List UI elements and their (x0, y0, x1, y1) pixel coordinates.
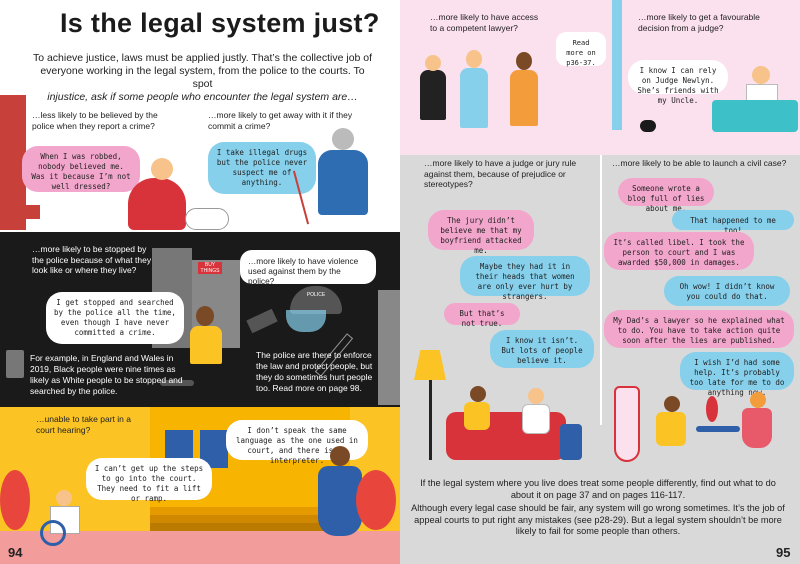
intro-line-3: injustice, ask if some people who encoun… (47, 91, 358, 103)
read-more-note: Read more on p36-37. (556, 32, 606, 67)
bin-illustration (6, 350, 24, 378)
skateboard-illustration (160, 380, 194, 386)
panel-divider (600, 155, 602, 425)
woman-head (330, 446, 350, 466)
cafe-table-illustration (696, 426, 740, 432)
speech-bubble-judge: I know I can rely on Judge Newlyn. She’s… (628, 60, 728, 105)
young-man-illustration (190, 326, 222, 364)
court-step-2 (150, 515, 350, 523)
police-helmet-label: POLICE (306, 292, 326, 298)
paragraph-2: Although every legal case should be fair… (411, 503, 785, 536)
question-violence: …more likely to have violence used again… (248, 256, 359, 286)
convo-left-bubble-4: I know it isn’t. But lots of people beli… (490, 330, 594, 368)
grandma-illustration (318, 150, 368, 215)
speech-bubble-robbed: When I was robbed, nobody believed me. W… (22, 146, 140, 192)
black-cat-illustration (640, 120, 656, 132)
cafe-woman-head (750, 392, 766, 408)
visor-icon (286, 310, 326, 332)
speech-bubble-drugs: I take illegal drugs but the police neve… (208, 142, 316, 194)
question-prejudice: …more likely to have a judge or jury rul… (424, 158, 577, 189)
question-civil: …more likely to be able to launch a civi… (612, 158, 787, 168)
police-caption: The police are there to enforce the law … (256, 350, 373, 393)
tree-illustration-left (0, 470, 30, 530)
bench-illustration (712, 100, 798, 132)
question-believed: …less likely to be believed by the polic… (32, 110, 158, 131)
wheelchair-icon (40, 520, 66, 546)
intro-line-1: To achieve justice, laws must be applied… (32, 52, 373, 64)
side-table-illustration (560, 424, 582, 460)
convo-right-bubble-1: Someone wrote a blog full of lies about … (618, 178, 714, 213)
building-3 (378, 290, 400, 405)
question-violence-box: …more likely to have violence used again… (240, 250, 376, 286)
lawyer-blue-suit-illustration (460, 68, 488, 128)
intro-line-2: everyone working in the legal system, fr… (40, 65, 365, 90)
speech-bubble-steps: I can’t get up the steps to go into the … (86, 458, 212, 503)
convo-right-bubble-6: I wish I’d had some help. It’s probably … (680, 352, 794, 397)
question-judge: …more likely to get a favourable decisio… (638, 12, 760, 33)
cafe-woman-illustration (742, 408, 772, 448)
page-title: Is the legal system just? (60, 8, 380, 38)
cafe-man-illustration (656, 412, 686, 446)
page-number-left: 94 (8, 545, 23, 560)
question-get-away: …more likely to get away with it if they… (208, 110, 353, 131)
tree-illustration-right (356, 470, 396, 530)
convo-right-bubble-2: That happened to me too! (672, 210, 794, 235)
woman-patterned-dress-illustration (318, 466, 362, 536)
young-man-leg-right (208, 364, 214, 396)
wheelchair-user-head (56, 490, 72, 506)
intro-text: To achieve justice, laws must be applied… (30, 52, 375, 104)
question-court: …unable to take part in a court hearing? (36, 414, 131, 435)
young-man-head (196, 306, 214, 326)
person-robbed-illustration (128, 178, 186, 230)
flower-vase-illustration (706, 396, 718, 422)
convo-left-bubble-3: But that’s not true. (444, 303, 520, 328)
grandma-head (332, 128, 354, 150)
question-lawyer: …more likely to have access to a compete… (430, 12, 539, 33)
question-stopped: …more likely to be stopped by the police… (32, 244, 152, 275)
pillar-base (0, 205, 40, 219)
lawyer-blue-suit-head (466, 50, 482, 68)
sofa-woman-illustration (464, 402, 490, 430)
convo-left-bubble-1: The jury didn’t believe me that my boyfr… (428, 210, 534, 255)
convo-right-bubble-4: Oh wow! I didn’t know you could do that. (664, 276, 790, 306)
sofa-woman-head (470, 386, 486, 402)
person-robbed-head (151, 158, 173, 180)
lawyer-orange-suit-head (516, 52, 532, 70)
pavement-illustration (0, 531, 400, 564)
cafe-man-head (664, 396, 680, 412)
lawyer-orange-suit-illustration (510, 70, 538, 126)
woman-lawyer-illustration (420, 70, 446, 120)
shop-sign: BUY THINGS (198, 262, 222, 274)
paragraph-1: If the legal system where you live does … (420, 478, 776, 500)
woman-lawyer-head (425, 55, 441, 71)
page-number-right: 95 (776, 545, 791, 560)
plant-pot-illustration (614, 386, 640, 462)
young-man-leg-left (197, 364, 203, 396)
convo-right-bubble-5: My Dad’s a lawyer so he explained what t… (604, 310, 794, 348)
sofa-man-illustration (522, 404, 550, 434)
stats-caption: For example, in England and Wales in 201… (30, 353, 183, 396)
body-text: If the legal system where you live does … (408, 478, 788, 538)
convo-left-bubble-2: Maybe they had it in their heads that wo… (460, 256, 590, 301)
drainpipe-illustration (612, 0, 622, 130)
lamp-stand (429, 380, 432, 460)
court-step-3 (150, 523, 350, 531)
dog-illustration (185, 208, 229, 230)
lamp-shade-illustration (414, 350, 446, 380)
convo-right-bubble-3: It’s called libel. I took the person to … (604, 232, 754, 270)
man-on-bench-head (752, 66, 770, 84)
sofa-man-head (528, 388, 544, 404)
speech-bubble-stopped: I get stopped and searched by the police… (46, 292, 184, 344)
court-step-1 (150, 507, 350, 515)
